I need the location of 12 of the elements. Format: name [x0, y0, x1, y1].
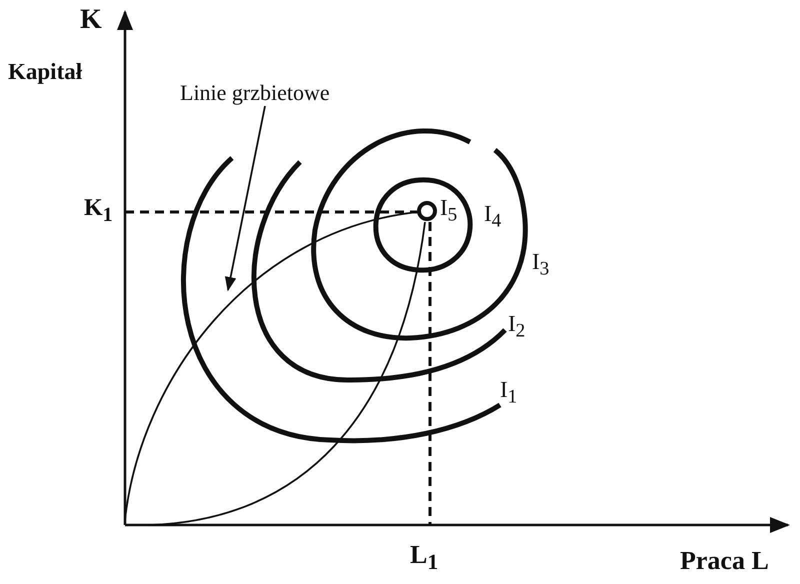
curve-label: I$_{5}$: [440, 196, 458, 225]
axis-label: K: [80, 6, 102, 34]
leader-line: [224, 106, 266, 292]
axis-label: Praca L: [680, 548, 769, 574]
callout-label: Linie grzbietowe: [180, 82, 330, 104]
curve-label: I$_{3}$: [532, 250, 550, 279]
axis-value: K$_{1}$: [84, 196, 113, 225]
curve-label: I$_{4}$: [484, 202, 502, 231]
axis-label: Kapitał: [8, 60, 82, 83]
curve-label: I$_{1}$: [500, 378, 518, 407]
axis-value: L$_{1}$: [410, 542, 438, 574]
curve-label: I$_{2}$: [508, 312, 526, 341]
